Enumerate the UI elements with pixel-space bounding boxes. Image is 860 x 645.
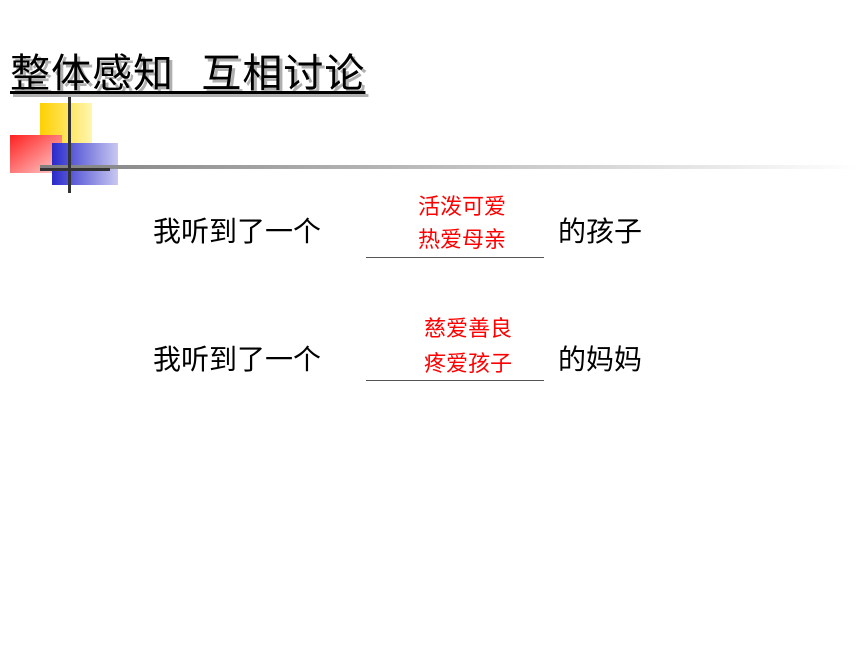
- answer-2-top: 慈爱善良: [423, 317, 512, 342]
- answer-2-blank-line: [366, 380, 544, 381]
- deco-blue-square: [52, 143, 118, 185]
- answer-2-bottom: 疼爱孩子: [423, 352, 512, 377]
- sentence-1-prefix: 我听到了一个: [153, 215, 322, 248]
- sentence-1-suffix: 的孩子: [558, 215, 643, 248]
- answer-1-blank-line: [366, 257, 544, 258]
- deco-vertical-rule: [68, 97, 71, 193]
- slide-title: 整体感知 互相讨论: [10, 51, 366, 97]
- decorative-header-graphic: [10, 97, 860, 193]
- sentence-2-suffix: 的妈妈: [558, 343, 643, 376]
- deco-short-horizontal: [40, 168, 110, 171]
- sentence-2-prefix: 我听到了一个: [153, 343, 322, 376]
- deco-horizontal-rule: [40, 165, 860, 169]
- answer-1-bottom: 热爱母亲: [417, 228, 506, 253]
- answer-1-top: 活泼可爱: [417, 195, 506, 220]
